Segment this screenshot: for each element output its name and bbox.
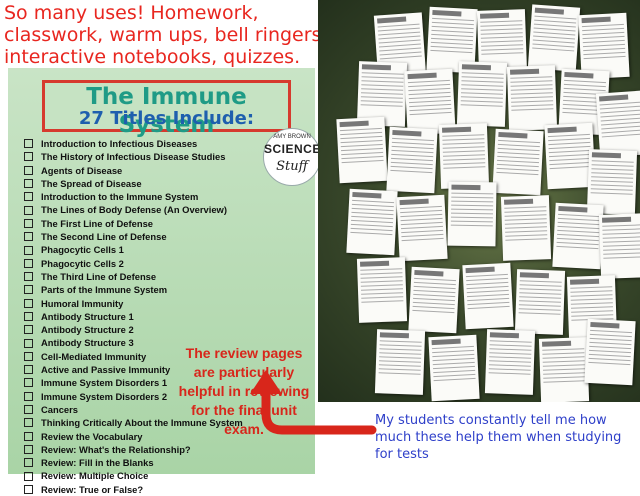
topic-label: Introduction to Infectious Diseases <box>41 138 198 149</box>
topic-label: Phagocytic Cells 1 <box>41 244 124 256</box>
topic-item: The History of Infectious Disease Studie… <box>24 150 243 163</box>
panel-title: The Immune System <box>86 84 247 138</box>
topic-label: Agents of Disease <box>41 164 123 176</box>
topic-item: The Lines of Body Defense (An Overview) <box>24 203 243 216</box>
topic-item: The Second Line of Defense <box>24 230 243 243</box>
topic-label: Immune System Disorders 1 <box>41 377 168 389</box>
topic-label: Antibody Structure 3 <box>41 337 134 349</box>
topic-item: Antibody Structure 3 <box>24 336 243 349</box>
topic-label: Thinking Critically About the Immune Sys… <box>41 417 243 429</box>
topic-item: Antibody Structure 1 <box>24 310 243 323</box>
topic-label: Phagocytic Cells 2 <box>41 257 124 269</box>
topic-item: The First Line of Defense <box>24 217 243 230</box>
topic-label: Review: True or False? <box>41 483 144 495</box>
topic-label: The Spread of Disease <box>41 177 142 189</box>
top-caption: So many uses! Homework, classwork, warm … <box>4 2 328 68</box>
checkbox-icon <box>24 418 33 428</box>
checkbox-icon <box>24 298 33 308</box>
checkbox-icon <box>24 205 33 215</box>
topic-label: Cell-Mediated Immunity <box>41 350 147 362</box>
topic-item: Humoral Immunity <box>24 297 243 310</box>
logo-top-text: AMY BROWN <box>273 134 311 140</box>
checkbox-icon <box>24 285 33 295</box>
checkbox-icon <box>24 338 33 348</box>
checkbox-icon <box>24 325 33 335</box>
topic-item: The Third Line of Defense <box>24 270 243 283</box>
topic-label: Review the Vocabulary <box>41 430 143 442</box>
topic-item: Introduction to Infectious Diseases <box>24 137 243 150</box>
topic-label: Antibody Structure 2 <box>41 324 134 336</box>
checkbox-icon <box>24 312 33 321</box>
topic-item: Phagocytic Cells 2 <box>24 257 243 270</box>
checkbox-icon <box>24 192 33 202</box>
title-box: The Immune System 27 Titles Include: <box>42 80 291 138</box>
topic-label: Antibody Structure 1 <box>41 310 134 322</box>
topic-label: The Second Line of Defense <box>41 231 167 243</box>
checkbox-icon <box>24 444 33 454</box>
checkbox-icon <box>24 431 33 441</box>
checkbox-icon <box>24 484 33 494</box>
topic-label: Review: Multiple Choice <box>41 470 149 482</box>
topic-label: Immune System Disorders 2 <box>41 390 168 402</box>
topic-item: Cell-Mediated Immunity <box>24 350 243 363</box>
checkbox-icon <box>24 165 33 175</box>
topic-item: Active and Passive Immunity <box>24 363 243 376</box>
topic-item: Review: True or False? <box>24 483 243 496</box>
checkbox-icon <box>24 152 33 162</box>
checkbox-icon <box>24 365 33 375</box>
checkbox-icon <box>24 458 33 468</box>
topic-label: The First Line of Defense <box>41 217 153 229</box>
pointer-arrow-icon <box>250 370 377 435</box>
logo-bottom-text: Stuff <box>276 159 308 174</box>
checkbox-icon <box>24 405 33 415</box>
topic-label: Introduction to the Immune System <box>41 191 199 203</box>
topic-label: The Third Line of Defense <box>41 270 157 282</box>
science-stuff-logo: AMY BROWN SCIENCE Stuff <box>263 128 321 186</box>
topic-label: Active and Passive Immunity <box>41 364 171 376</box>
topic-item: Introduction to the Immune System <box>24 190 243 203</box>
topic-item: Immune System Disorders 2 <box>24 390 243 403</box>
topic-item: Review: Fill in the Blanks <box>24 456 243 469</box>
topic-item: Cancers <box>24 403 243 416</box>
worksheet-collage-image <box>318 0 640 402</box>
panel-subtitle: 27 Titles Include: <box>78 108 255 129</box>
topic-item: Parts of the Immune System <box>24 283 243 296</box>
checkbox-icon <box>24 232 33 242</box>
topic-item: Antibody Structure 2 <box>24 323 243 336</box>
topic-list-panel: The Immune System 27 Titles Include: AMY… <box>8 68 321 495</box>
topic-label: Review: What's the Relationship? <box>41 443 191 455</box>
topic-item: Thinking Critically About the Immune Sys… <box>24 416 243 429</box>
topic-label: The History of Infectious Disease Studie… <box>41 151 226 163</box>
checkbox-icon <box>24 378 33 388</box>
checkbox-icon <box>24 272 33 282</box>
logo-main-text: SCIENCE <box>264 142 321 156</box>
topic-label: Parts of the Immune System <box>41 284 168 296</box>
checkbox-icon <box>24 245 33 255</box>
bottom-note: My students constantly tell me how much … <box>375 413 622 462</box>
topic-label: Review: Fill in the Blanks <box>41 457 154 469</box>
topic-item: Review the Vocabulary <box>24 430 243 443</box>
topic-label: The Lines of Body Defense (An Overview) <box>41 204 227 216</box>
topic-item: Review: What's the Relationship? <box>24 443 243 456</box>
checkbox-icon <box>24 351 33 361</box>
checkbox-icon <box>24 218 33 228</box>
topic-item: The Spread of Disease <box>24 177 243 190</box>
topic-label: Humoral Immunity <box>41 297 124 309</box>
topic-item: Phagocytic Cells 1 <box>24 243 243 256</box>
topic-label: Cancers <box>41 403 79 415</box>
checkbox-icon <box>24 391 33 401</box>
topic-item: Immune System Disorders 1 <box>24 376 243 389</box>
checkbox-icon <box>24 179 33 189</box>
checkbox-icon <box>24 258 33 268</box>
topic-item: Agents of Disease <box>24 164 243 177</box>
checkbox-icon <box>24 139 33 149</box>
